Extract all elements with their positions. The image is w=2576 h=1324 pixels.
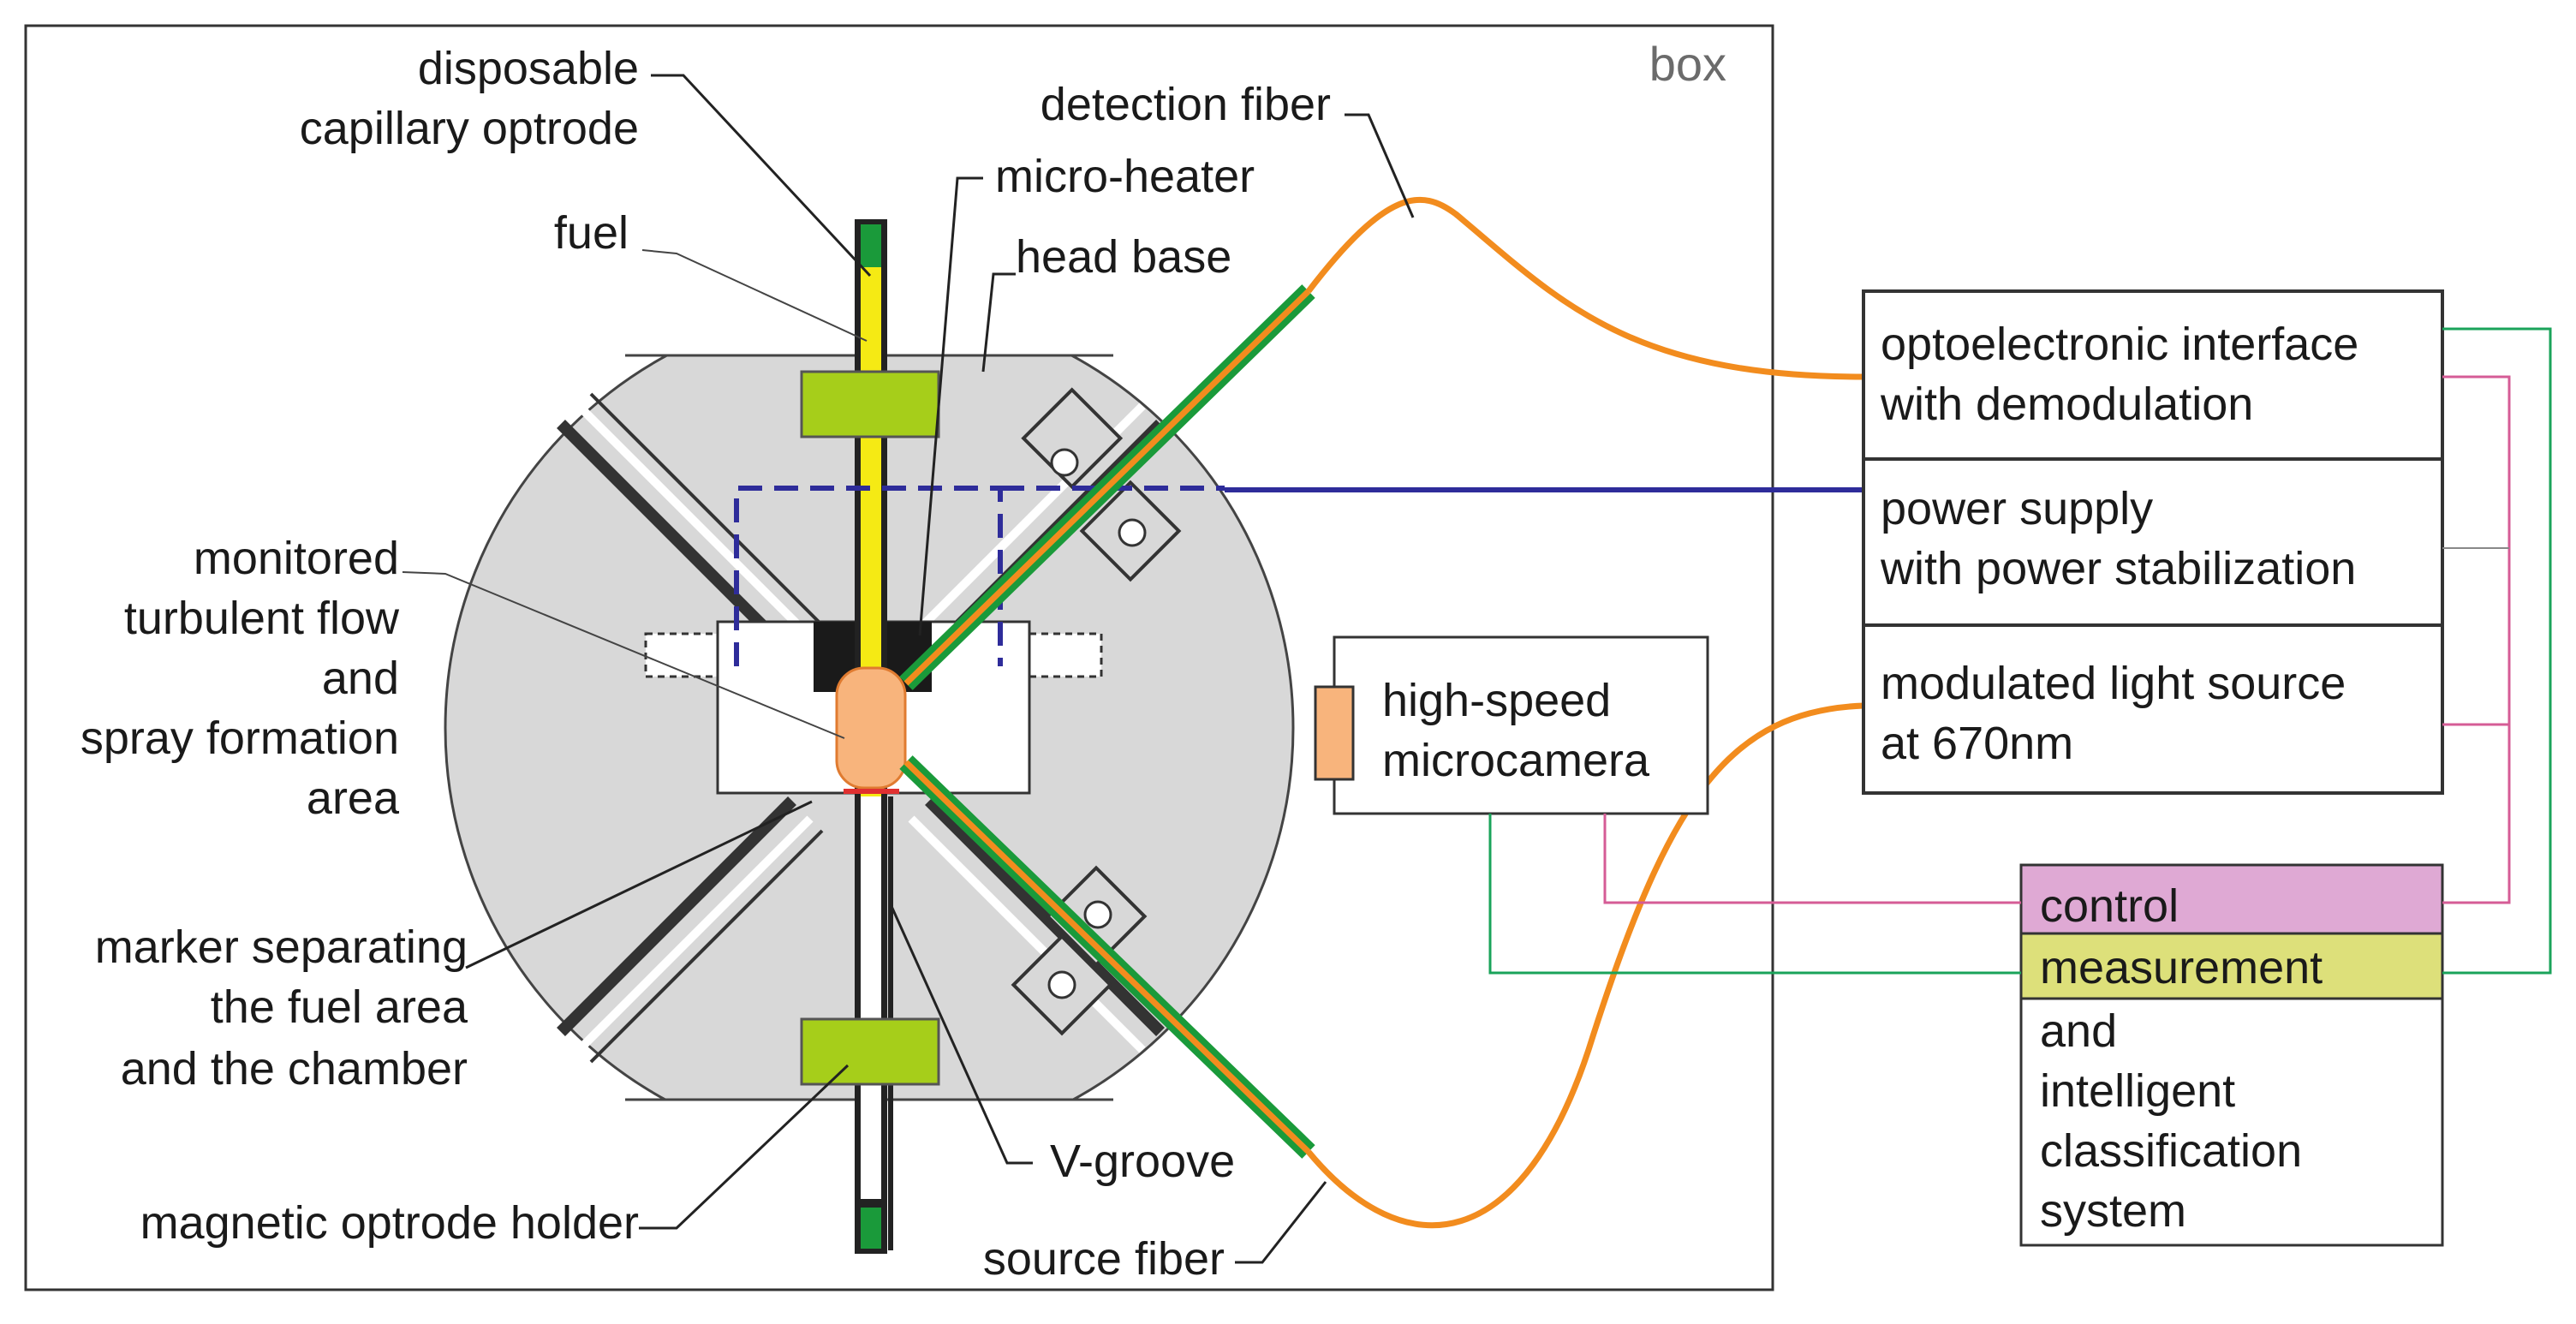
label-source-fiber: source fiber [983, 1233, 1225, 1285]
measurement-signal-lines [1488, 327, 2552, 975]
system-line-2: intelligent [2040, 1065, 2235, 1117]
interface-line-2: with demodulation [1880, 379, 2253, 430]
label-monitored-3: and [322, 653, 399, 704]
power-line-1: power supply [1881, 483, 2153, 534]
camera-lens [1314, 685, 1355, 781]
control-row [2019, 863, 2444, 935]
label-marker-3: and the chamber [121, 1043, 468, 1094]
module-stack [1862, 289, 2444, 795]
slot-upper-left [557, 392, 824, 659]
label-monitored-1: monitored [194, 533, 399, 584]
clamp-lower [1011, 865, 1148, 1036]
label-detection-fiber: detection fiber [1041, 79, 1331, 130]
light-line-2: at 670nm [1881, 718, 2073, 769]
label-disposable-2: capillary optrode [300, 103, 639, 154]
slot-lower-right [908, 796, 1165, 1053]
interface-line-1: optoelectronic interface [1881, 319, 2358, 370]
label-head-base: head base [1016, 231, 1231, 283]
label-magnetic-holder: magnetic optrode holder [140, 1197, 639, 1249]
detection-fiber-cable [1306, 196, 1864, 380]
holder-top [800, 370, 940, 438]
clamp-upper [1021, 387, 1182, 582]
control-signal-lines [1603, 375, 2511, 904]
slot-lower-left [557, 796, 824, 1064]
label-disposable-1: disposable [418, 43, 639, 94]
system-line-4: system [2040, 1185, 2186, 1237]
box-label: box [1649, 37, 1726, 91]
label-v-groove: V-groove [1050, 1136, 1235, 1187]
label-fuel: fuel [554, 207, 629, 259]
detection-fiber-groove [899, 284, 1315, 690]
system-line-3: classification [2040, 1125, 2302, 1177]
power-line-2: with power stabilization [1880, 543, 2356, 594]
camera-line-1: high-speed [1382, 675, 1611, 726]
camera-box [1333, 635, 1709, 815]
label-marker-1: marker separating [95, 921, 468, 973]
label-monitored-4: spray formation [80, 713, 399, 764]
measurement-row [2019, 932, 2444, 1000]
label-monitored-5: area [307, 772, 400, 824]
flow-area [835, 666, 907, 790]
label-marker-2: the fuel area [211, 981, 468, 1033]
holder-bottom [800, 1017, 940, 1086]
camera-line-2: microcamera [1382, 735, 1650, 786]
source-fiber-groove [899, 755, 1315, 1159]
measurement-label: measurement [2040, 942, 2323, 993]
label-micro-heater: micro-heater [995, 151, 1255, 202]
light-line-1: modulated light source [1881, 658, 2346, 709]
control-label: control [2040, 880, 2179, 932]
system-line-1: and [2040, 1005, 2117, 1057]
label-monitored-2: turbulent flow [124, 593, 400, 644]
leader-lines [402, 74, 1415, 1264]
source-fiber-cable [1306, 702, 1864, 1229]
